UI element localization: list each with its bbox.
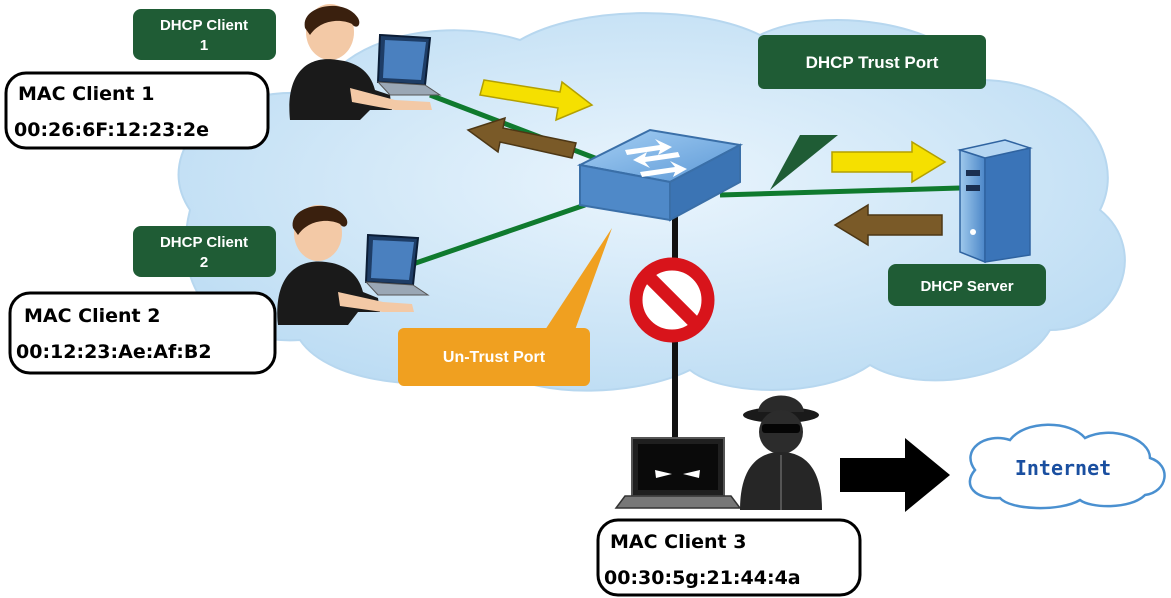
internet-cloud: Internet	[968, 423, 1166, 510]
internet-arrow	[840, 438, 950, 512]
mac-box-client1: MAC Client 1 00:26:6F:12:23:2e	[4, 71, 270, 150]
mac-client1-address: 00:26:6F:12:23:2e	[14, 119, 209, 141]
client2-tag: DHCP Client 2	[133, 226, 276, 277]
hacker-icon	[740, 395, 822, 510]
untrust-port-label: Un-Trust Port	[443, 349, 546, 366]
server-request-arrow	[831, 140, 947, 184]
client1-tag-line2: 1	[200, 37, 208, 54]
server-tag: DHCP Server	[888, 264, 1046, 306]
client-response-arrow	[466, 116, 577, 159]
switch-icon	[576, 128, 744, 222]
mac-box-client2: MAC Client 2 00:12:23:Ae:Af:B2	[8, 291, 277, 375]
mac-client1-title: MAC Client 1	[18, 83, 154, 105]
mac-client3-title: MAC Client 3	[610, 531, 746, 553]
server-response-arrow	[833, 203, 943, 247]
client1-tag-line1: DHCP Client	[160, 17, 248, 34]
client2-tag-line2: 2	[200, 254, 208, 271]
server-label: DHCP Server	[920, 278, 1013, 295]
block-icon	[629, 257, 715, 343]
mac-client3-address: 00:30:5g:21:44:4a	[604, 567, 801, 589]
server-link	[719, 185, 961, 198]
client1-person-icon	[289, 4, 442, 120]
client-request-arrow	[479, 79, 594, 122]
flow-arrows	[466, 79, 950, 512]
client2-tag-line1: DHCP Client	[160, 234, 248, 251]
trust-port-callout: DHCP Trust Port	[758, 35, 986, 190]
mac-box-client3: MAC Client 3 00:30:5g:21:44:4a	[596, 518, 862, 597]
mac-client2-title: MAC Client 2	[24, 305, 160, 327]
client2-link	[409, 202, 586, 268]
untrust-port-callout: Un-Trust Port	[398, 228, 612, 386]
attacker-laptop-icon	[614, 437, 742, 509]
client2-person-icon	[277, 205, 430, 325]
trust-port-label: DHCP Trust Port	[806, 53, 939, 72]
server-icon	[957, 139, 1033, 264]
internet-label: Internet	[1015, 456, 1111, 480]
client1-tag: DHCP Client 1	[133, 9, 276, 60]
mac-client2-address: 00:12:23:Ae:Af:B2	[16, 341, 212, 363]
